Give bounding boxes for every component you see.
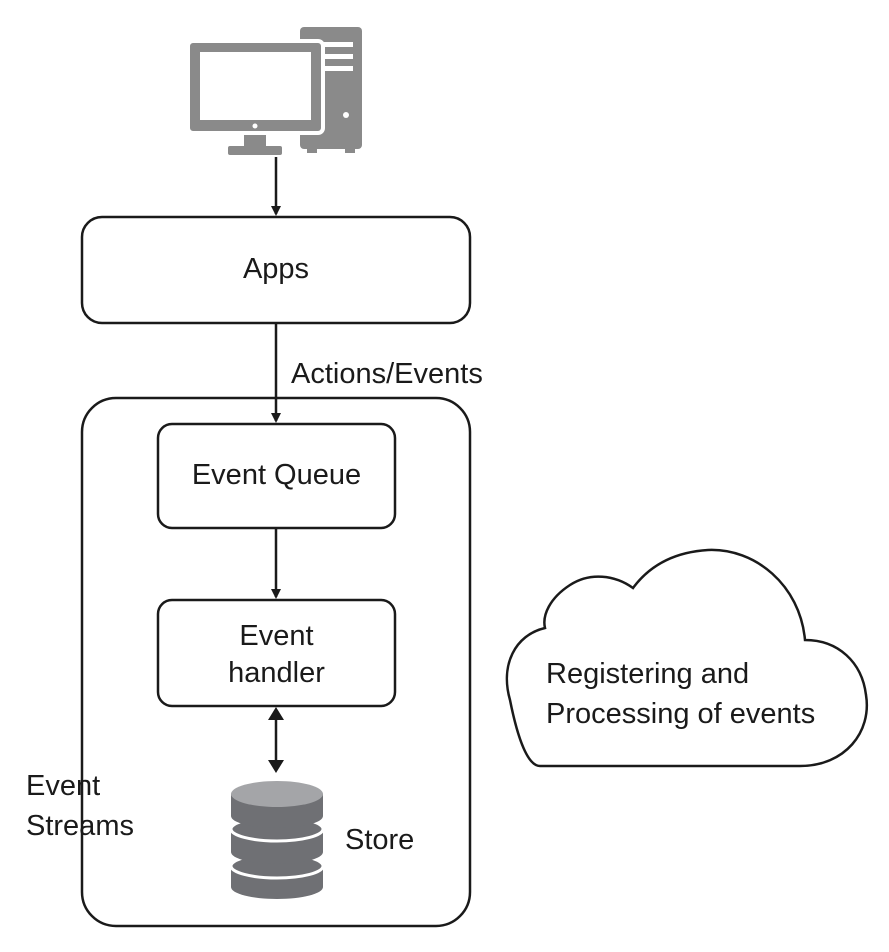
cloud-label-line2: Processing of events xyxy=(546,698,816,730)
event-handler-label-line1: Event xyxy=(239,620,314,652)
store-label: Store xyxy=(345,824,415,856)
database-icon xyxy=(229,781,325,899)
cloud-label-line1: Registering and xyxy=(546,658,750,690)
event-queue-label: Event Queue xyxy=(191,459,362,491)
apps-label: Apps xyxy=(242,253,310,285)
event-streams-label-line2: Streams xyxy=(26,810,134,842)
event-handler-box xyxy=(156,598,397,708)
desktop-computer-icon xyxy=(186,27,362,155)
arrow-handler-store-bidirectional xyxy=(268,707,284,773)
cloud-shape xyxy=(505,548,869,768)
event-handler-label-line2: handler xyxy=(228,657,325,689)
event-streams-label-line1: Event xyxy=(26,770,101,802)
edge-label-actions-events: Actions/Events xyxy=(291,358,483,390)
